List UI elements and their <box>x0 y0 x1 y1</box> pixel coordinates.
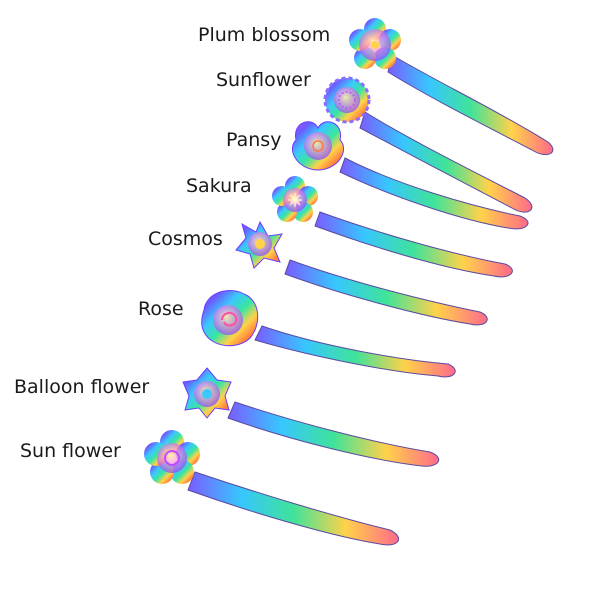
label-rose: Rose <box>138 298 184 320</box>
spoon-balloon-flower <box>182 367 440 467</box>
label-sun-flower: Sun flower <box>20 440 121 462</box>
spoon-pansy <box>291 121 529 230</box>
label-cosmos: Cosmos <box>148 228 223 250</box>
spoon-plum-blossom <box>349 18 554 155</box>
spoon-sakura <box>272 176 513 278</box>
spoon-sun-flower <box>144 430 400 546</box>
label-plum-blossom: Plum blossom <box>198 24 331 46</box>
label-sunflower: Sunflower <box>216 69 311 91</box>
label-pansy: Pansy <box>226 129 282 151</box>
spoon-cosmos <box>235 220 488 326</box>
spoon-sunflower <box>323 76 533 213</box>
label-sakura: Sakura <box>186 175 252 197</box>
label-balloon-flower: Balloon flower <box>14 376 150 398</box>
spoon-rose <box>201 290 456 378</box>
